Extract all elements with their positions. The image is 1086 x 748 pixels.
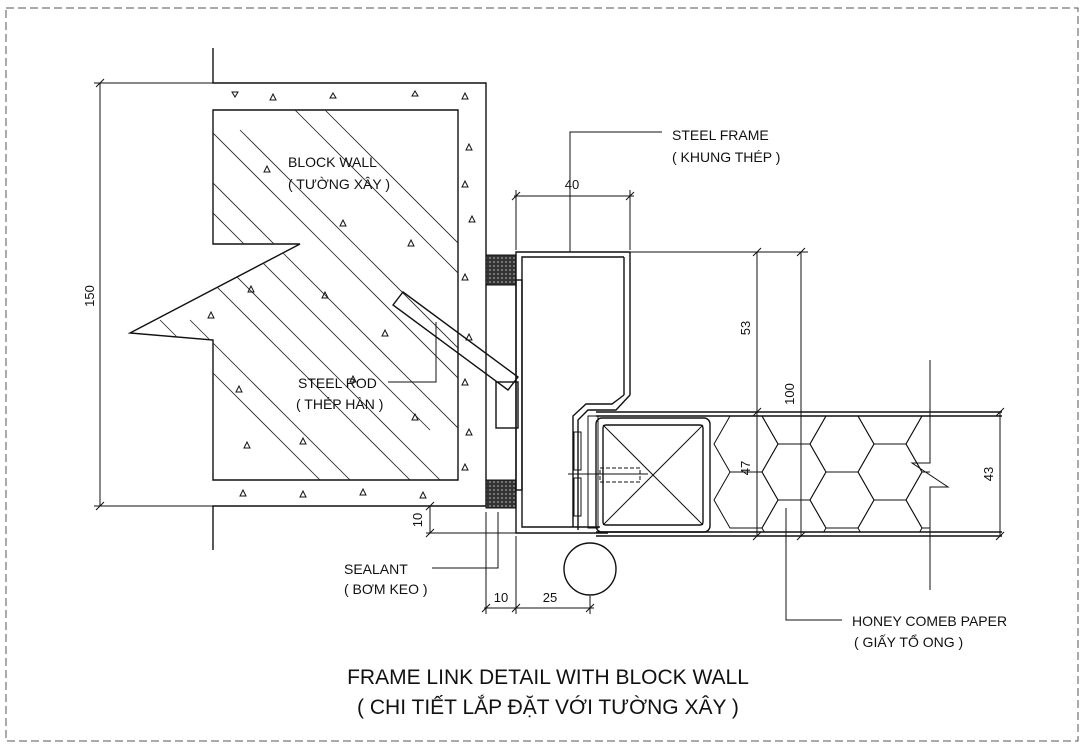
screw bbox=[568, 431, 648, 517]
dimension-lines bbox=[94, 78, 1005, 614]
label-block-wall: BLOCK WALL bbox=[288, 154, 377, 170]
dim-10-vertical: 10 bbox=[410, 513, 425, 527]
steel-frame bbox=[515, 251, 765, 534]
dim-47: 47 bbox=[738, 461, 753, 475]
steel-rod bbox=[388, 291, 519, 429]
leader-lines bbox=[432, 131, 842, 621]
label-sealant-vn: ( BƠM KEO ) bbox=[344, 581, 428, 597]
aggregate-marks bbox=[207, 90, 476, 499]
dim-53: 53 bbox=[738, 321, 753, 335]
dim-150: 150 bbox=[82, 285, 97, 307]
label-block-wall-vn: ( TƯỜNG XÂY ) bbox=[288, 176, 390, 192]
dim-100: 100 bbox=[782, 383, 797, 405]
stile-box bbox=[595, 417, 711, 533]
label-steel-frame: STEEL FRAME bbox=[672, 127, 769, 143]
dim-40: 40 bbox=[565, 177, 579, 192]
label-steel-rod: STEEL ROD bbox=[298, 375, 377, 391]
label-steel-frame-vn: ( KHUNG THÉP ) bbox=[672, 149, 780, 165]
label-honeycomb-vn: ( GIẤY TỔ ONG ) bbox=[854, 633, 963, 650]
dim-25: 25 bbox=[543, 590, 557, 605]
dim-43: 43 bbox=[981, 467, 996, 481]
title-line-2: ( CHI TIẾT LẮP ĐẶT VỚI TƯỜNG XÂY ) bbox=[357, 695, 739, 719]
title-line-1: FRAME LINK DETAIL WITH BLOCK WALL bbox=[347, 666, 749, 689]
door-panel bbox=[596, 360, 1002, 590]
drawing-border bbox=[5, 7, 1079, 742]
dim-10-horizontal: 10 bbox=[494, 590, 508, 605]
label-honeycomb: HONEY COMEB PAPER bbox=[852, 613, 1007, 629]
block-wall bbox=[127, 48, 487, 550]
honeycomb-core bbox=[713, 416, 930, 532]
sealant bbox=[485, 254, 517, 509]
door-stop bbox=[563, 542, 617, 596]
label-sealant: SEALANT bbox=[344, 561, 408, 577]
label-steel-rod-vn: ( THÉP HÀN ) bbox=[296, 396, 383, 412]
